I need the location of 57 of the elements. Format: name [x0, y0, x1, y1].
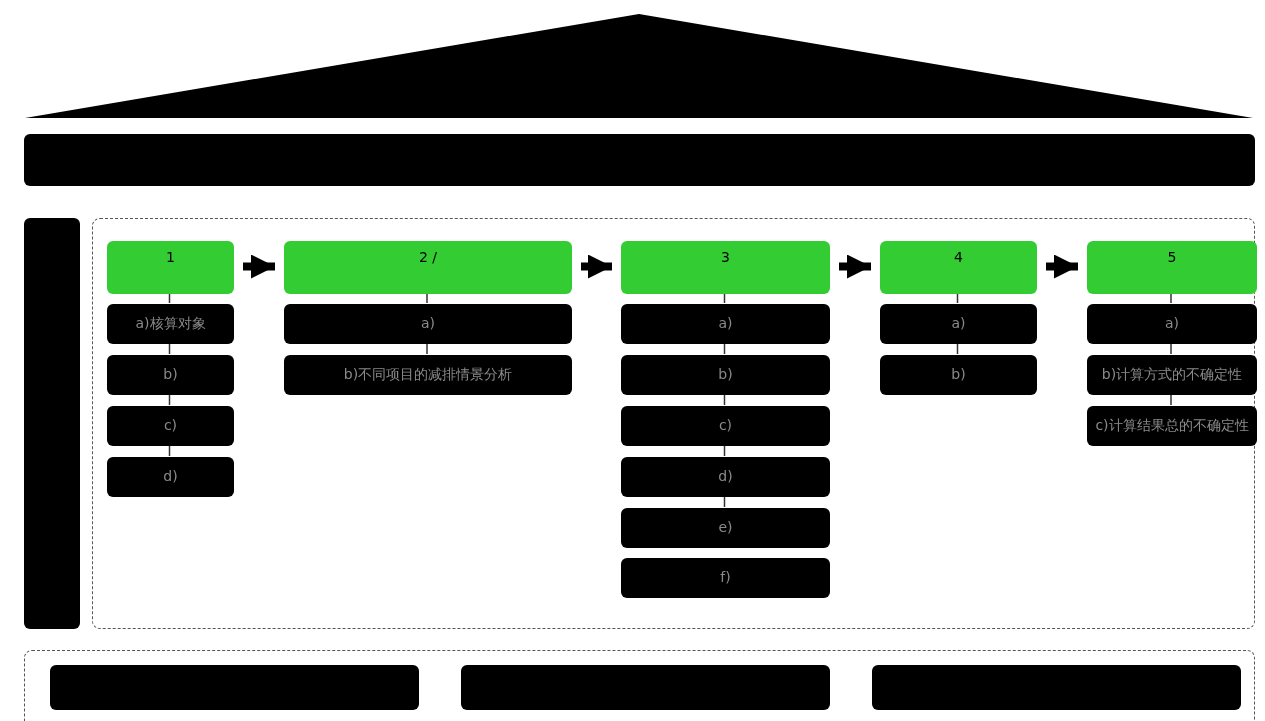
roof-triangle — [25, 14, 1253, 118]
banner-bar — [461, 665, 830, 710]
connector-line — [426, 342, 428, 355]
item-box — [621, 457, 830, 497]
item-box — [1087, 406, 1257, 446]
step-box — [1087, 241, 1257, 294]
item-box — [880, 304, 1037, 344]
item-text: e) — [717, 519, 734, 535]
item-box — [284, 355, 572, 395]
item-text: b)不同项目的减排情景分析 — [342, 366, 514, 384]
item-text: a) — [950, 315, 967, 331]
item-box — [621, 304, 830, 344]
banner-bar — [24, 134, 1255, 186]
connector-line — [426, 292, 428, 304]
item-text: f) — [719, 569, 732, 585]
item-box — [107, 457, 234, 497]
item-box — [621, 508, 830, 548]
banner-bar — [50, 665, 419, 710]
dashed-frame — [24, 650, 1255, 721]
item-text: b) — [950, 366, 967, 382]
item-box — [284, 304, 572, 344]
step-box — [880, 241, 1037, 294]
item-box — [1087, 355, 1257, 395]
item-text: c)计算结果总的不确定性 — [1094, 417, 1250, 435]
item-text: c) — [162, 417, 179, 433]
step-box — [284, 241, 572, 294]
step-title: 4 — [953, 249, 964, 265]
item-box — [107, 355, 234, 395]
item-box — [880, 355, 1037, 395]
step-title: 3 — [720, 249, 731, 265]
step-title: 5 — [1166, 249, 1178, 265]
item-text: a)核算对象 — [134, 315, 207, 333]
pillar-bar — [24, 218, 80, 629]
step-title: 2 / — [417, 249, 439, 265]
connector-line — [1170, 342, 1172, 355]
connector-line — [1170, 292, 1172, 304]
item-text: b) — [162, 366, 179, 382]
step-title: 1 — [165, 249, 176, 265]
item-text: a) — [1163, 315, 1180, 331]
item-text: b) — [717, 366, 734, 382]
item-box — [107, 304, 234, 344]
item-text: c) — [717, 417, 734, 433]
step-box — [107, 241, 234, 294]
dashed-frame — [92, 218, 1255, 629]
item-text: d) — [717, 468, 734, 484]
connector-line — [1170, 393, 1172, 406]
step-box — [621, 241, 830, 294]
item-box — [1087, 304, 1257, 344]
item-text: d) — [162, 468, 179, 484]
item-box — [621, 355, 830, 395]
item-box — [621, 558, 830, 598]
banner-bar — [872, 665, 1241, 710]
item-text: b)计算方式的不确定性 — [1100, 366, 1244, 384]
item-text: a) — [419, 315, 436, 331]
item-box — [621, 406, 830, 446]
item-text: a) — [717, 315, 734, 331]
item-box — [107, 406, 234, 446]
